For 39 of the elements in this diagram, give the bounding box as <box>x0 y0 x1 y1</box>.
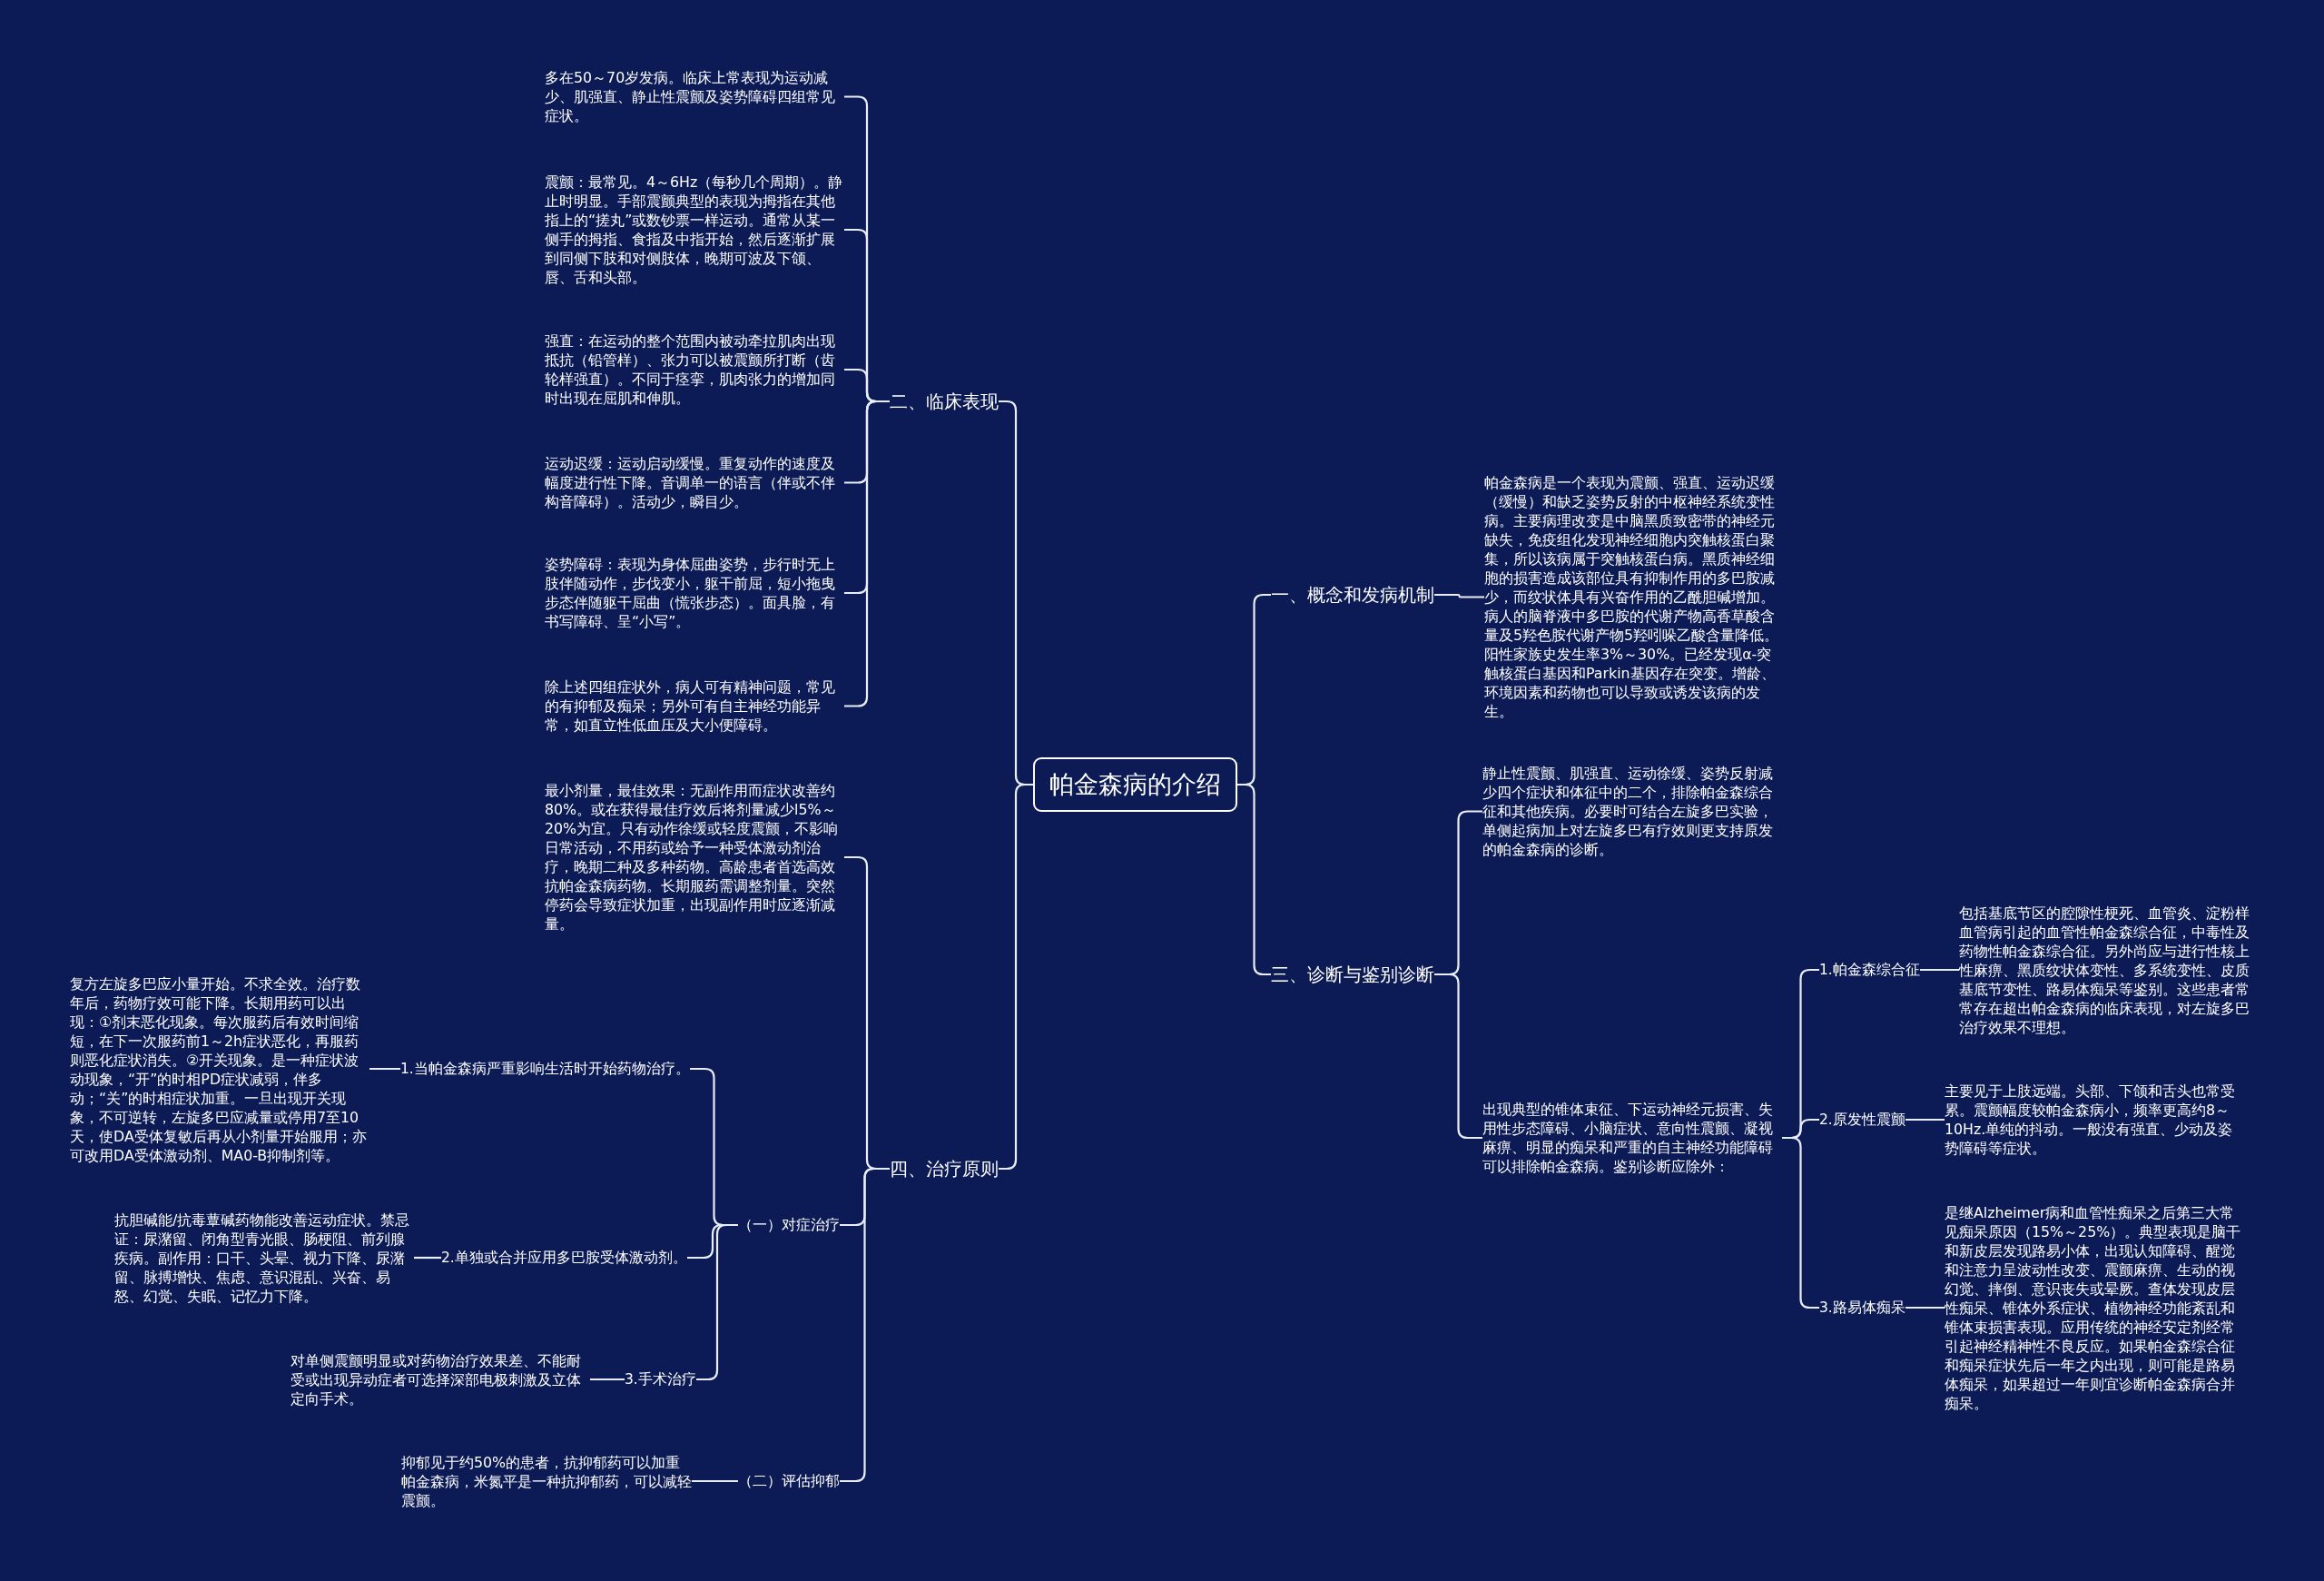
connector-line <box>369 1067 400 1071</box>
connector-line <box>1905 1118 1945 1122</box>
connector-line <box>414 1256 441 1260</box>
connector-line <box>1920 968 1959 972</box>
connector-line <box>999 783 1033 1171</box>
subtopic-label: 2.原发性震颤 <box>1819 1110 1905 1130</box>
connector-line <box>692 1479 738 1483</box>
note-text: 出现典型的锥体束征、下运动神经元损害、失用性步态障碍、小脑症状、意向性震颤、凝视麻痹、明显的痴呆和严重的自主神经功能障碍可以排除帕金森病。鉴别诊断应除外： <box>1482 1100 1782 1176</box>
note-text: 帕金森病是一个表现为震颤、强直、运动迟缓（缓慢）和缺乏姿势反射的中枢神经系统变性病。主要病理改变是中脑黑质致密带的神经元缺失，免疫组化发现神经细胞内突触核蛋白聚集，所以该病属于突触核蛋白病。黑质神经细胞的损害造成该部位具有抑制作用的多巴胺减少，而纹状体具有兴奋作用的乙酰胆碱增加。病人的脑脊液中多巴胺的代谢产物高香草酸含量及5羟色胺代谢产物5羟吲哚乙酸含量降低。阳性家族史发生率3%～30%。已经发现α-突触核蛋白基因和Parkin基因存在突变。增龄、环境因素和药物也可以导致或诱发该病的发生。 <box>1484 472 1784 721</box>
branch-label: 一、概念和发病机制 <box>1271 582 1434 608</box>
subtopic-label: 1.帕金森综合征 <box>1819 960 1920 980</box>
note-text: 最小剂量，最佳效果：无副作用而症状改善约80%。或在获得最佳疗效后将剂量减少l5%～20%为宜。只有动作徐缓或轻度震颤，不影响日常活动，不用药或给予一种受体激动剂治疗，晚期二种及多种药物。高龄患者首选高效抗帕金森病药物。长期服药需调整剂量。突然停药会导致症状加重，出现副作用时应逐渐减量。 <box>545 781 844 934</box>
branch-label: 二、临床表现 <box>890 389 999 414</box>
subtopic-label: （二）评估抑郁 <box>738 1471 840 1491</box>
subtopic-label: 1.当帕金森病严重影响生活时开始药物治疗。 <box>400 1059 690 1079</box>
note-text: 是继Alzheimer病和血管性痴呆之后第三大常见痴呆原因（15%～25%）。典型表现是脑干和新皮层发现路易小体，出现认知障碍、醒觉和注意力呈波动性改变、震颤麻痹、生动的视幻觉、摔倒、意识丧失或晕厥。查体发现皮层性痴呆、锥体外系症状、植物神经功能紊乱和锥体束损害表现。应用传统的神经安定剂经常引起神经精神性不良反应。如果帕金森综合征和痴呆症状先后一年之内出现，则可能是路易体痴呆，如果超过一年则宜诊断帕金森病合并痴呆。 <box>1945 1202 2244 1413</box>
connector-line <box>590 1378 625 1381</box>
note-text: 静止性震颤、肌强直、运动徐缓、姿势反射减少四个症状和体征中的二个，排除帕金森综合征和其他疾病。必要时可结合左旋多巴实验，单侧起病加上对左旋多巴有疗效则更支持原发的帕金森病的诊断。 <box>1482 763 1782 859</box>
note-text: 震颤：最常见。4～6Hz（每秒几个周期）。静止时明显。手部震颤典型的表现为拇指在其他指上的“搓丸”或数钞票一样运动。通常从某一侧手的拇指、食指及中指开始，然后逐渐扩展到同侧下肢和对侧肢体，晚期可波及下颌、唇、舌和头部。 <box>545 173 844 287</box>
note-text: 主要见于上肢远端。头部、下颌和舌头也常受累。震颤幅度较帕金森病小，频率更高约8～10Hz.单纯的抖动。一般没有强直、少动及姿势障碍等症状。 <box>1945 1082 2244 1158</box>
note-text: 包括基底节区的腔隙性梗死、血管炎、淀粉样血管病引起的血管性帕金森综合征，中毒性及药物性帕金森综合征。另外尚应与进行性核上性麻痹、黑质纹状体变性、多系统变性、皮质基底节变性、路易体痴呆等鉴别。这些患者常常存在超出帕金森病的临床表现，对左旋多巴治疗效果不理想。 <box>1959 903 2259 1037</box>
subtopic-label: 3.手术治疗 <box>625 1369 696 1389</box>
note-text: 复方左旋多巴应小量开始。不求全效。治疗数年后，药物疗效可能下降。长期用药可以出现：①剂末恶化现象。每次服药后有效时间缩短，在下一次服药前1～2h症状恶化，再服药则恶化症状消失。②开关现象。是一种症状波动现象，“开”的时相PD症状减弱，伴多动；“关”的时相症状加重。一旦出现开关现象，不可逆转，左旋多巴应减量或停用7至10天，使DA受体复敏后再从小剂量开始服用；亦可改用DA受体激动剂、MA0-B抑制剂等。 <box>70 974 369 1165</box>
branch-label: 三、诊断与鉴别诊断 <box>1271 962 1434 987</box>
topic-box: 帕金森病的介绍 <box>1033 757 1237 812</box>
note-text: 抑郁见于约50%的患者，抗抑郁药可以加重帕金森病，米氮平是一种抗抑郁药，可以减轻震颤。 <box>401 1452 692 1510</box>
note-text: 运动迟缓：运动启动缓慢。重复动作的速度及幅度进行性下降。音调单一的语言（伴或不伴构音障碍）。活动少，瞬目少。 <box>545 453 844 511</box>
note-text: 强直：在运动的整个范围内被动牵拉肌肉出现抵抗（铅管样）、张力可以被震颤所打断（齿轮样强直）。不同于痉挛，肌肉张力的增加同时出现在屈肌和伸肌。 <box>545 331 844 408</box>
branch-label: 四、治疗原则 <box>890 1156 999 1181</box>
connector-line <box>1434 593 1484 598</box>
connector-line <box>1905 1306 1945 1309</box>
subtopic-label: 2.单独或合并应用多巴胺受体激动剂。 <box>441 1248 687 1268</box>
note-text: 抗胆碱能/抗毒蕈碱药物能改善运动症状。禁忌证：尿潴留、闭角型青光眼、肠梗阻、前列腺疾病。副作用：口干、头晕、视力下降、尿潴留、脉搏增快、焦虑、意识混乱、兴奋、易怒、幻觉、失眠、记忆力下降。 <box>114 1210 414 1306</box>
note-text: 姿势障碍：表现为身体屈曲姿势，步行时无上肢伴随动作，步伐变小，躯干前屈，短小拖曳步态伴随躯干屈曲（慌张步态）。面具脸，有书写障碍、呈“小写”。 <box>545 555 844 631</box>
note-text: 除上述四组症状外，病人可有精神问题，常见的有抑郁及痴呆；另外可有自主神经功能异常，如直立性低血压及大小便障碍。 <box>545 677 844 735</box>
note-text: 对单侧震颤明显或对药物治疗效果差、不能耐受或出现异动症者可选择深部电极刺激及立体定向手术。 <box>290 1350 590 1408</box>
note-text: 多在50～70岁发病。临床上常表现为运动减少、肌强直、静止性震颤及姿势障碍四组常见症状。 <box>545 67 844 125</box>
subtopic-label: （一）对症治疗 <box>738 1215 840 1235</box>
subtopic-label: 3.路易体痴呆 <box>1819 1298 1905 1318</box>
